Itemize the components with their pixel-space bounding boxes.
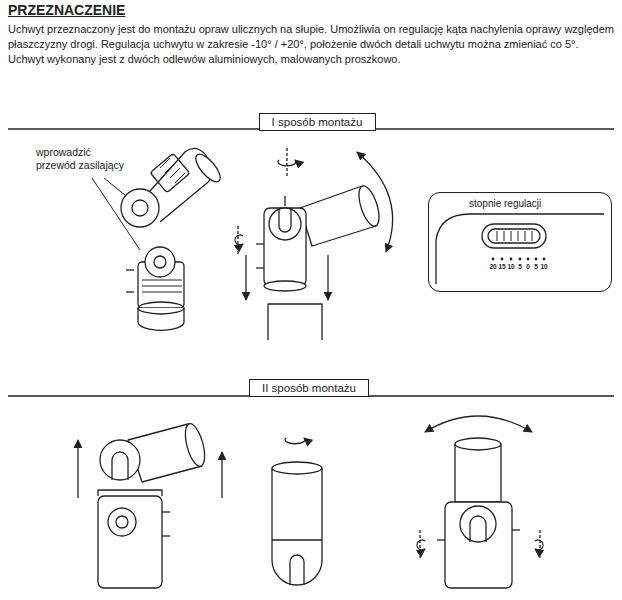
box-text: I sposób montażu: [272, 114, 363, 130]
section-header-box: II sposób montażu: [249, 379, 369, 397]
scale-number: 10: [538, 264, 550, 271]
scale-number: 5: [514, 264, 526, 271]
scale-number: 5: [530, 264, 542, 271]
bracket-exploded: [121, 148, 224, 330]
scale-detail: [436, 214, 604, 284]
bracket-mount-ii-a: [78, 422, 222, 588]
bracket-assembled: [235, 148, 393, 340]
leader-line: [92, 178, 140, 250]
heading: PRZEZNACZENIE: [8, 2, 125, 18]
box-text: stopnie regulacji: [469, 198, 541, 209]
bracket-mount-ii-b: [272, 438, 322, 585]
scale-number: 15: [496, 264, 508, 271]
callout-text: wprowadzić przewód zasilający: [36, 146, 132, 172]
box-text: II sposób montażu: [262, 380, 356, 396]
inset-detail-box: stopnie regulacji: [428, 192, 612, 292]
scale-number: 0: [522, 264, 534, 271]
scale-number: 10: [505, 264, 517, 271]
description-text: Uchwyt przeznaczony jest do montażu opra…: [8, 22, 616, 67]
scale-number: 20: [487, 264, 499, 271]
bracket-mount-ii-c: [417, 416, 543, 588]
section-header-box: I sposób montażu: [259, 113, 376, 131]
